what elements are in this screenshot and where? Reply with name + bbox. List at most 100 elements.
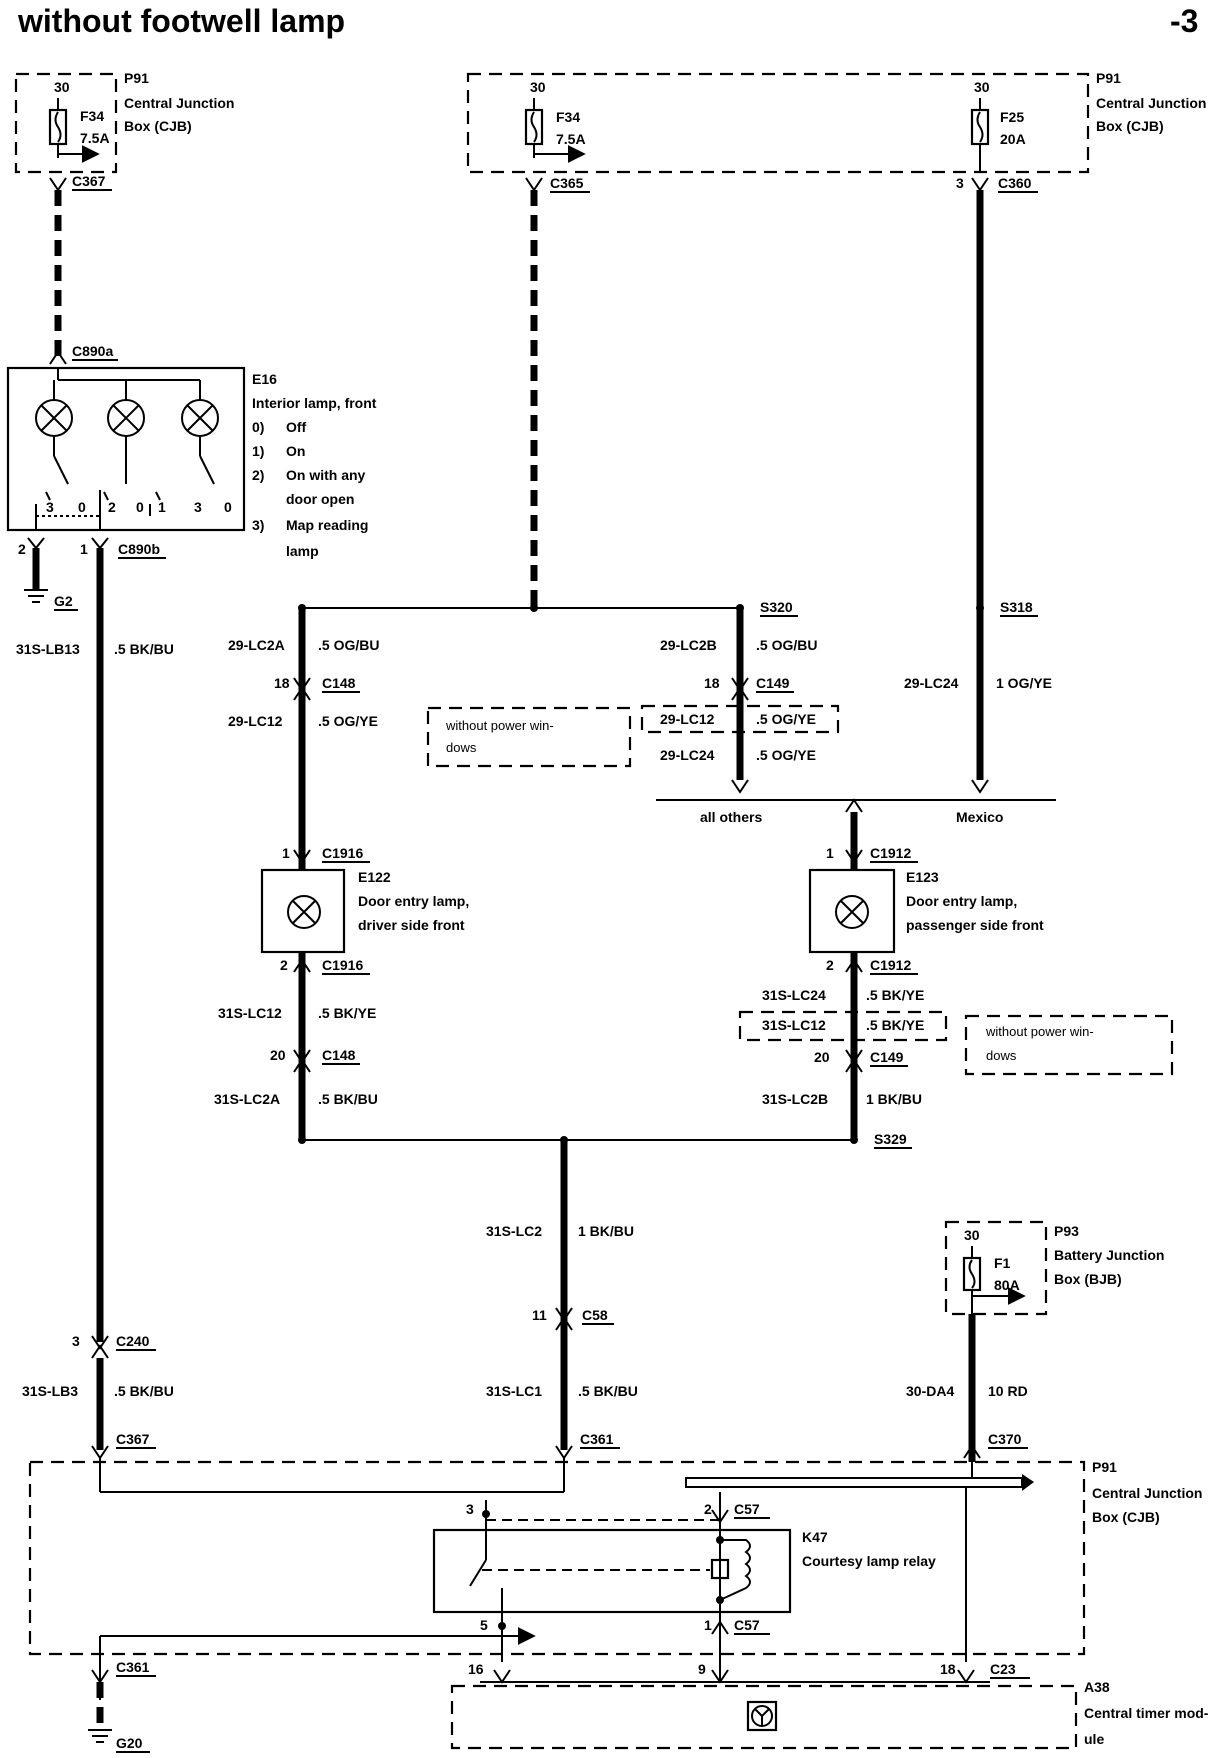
cjb-top-name-2: Box (CJB) <box>1096 118 1164 134</box>
wire-29-lc24-r-spec: .5 OG/YE <box>756 747 816 763</box>
connector-c360-pin: 3 <box>956 175 964 191</box>
connector-c149-bot: C149 <box>870 1049 904 1065</box>
a38-id: A38 <box>1084 1679 1110 1695</box>
connector-c148-top: C148 <box>322 675 356 691</box>
connector-c148-bot-pin: 20 <box>270 1047 286 1063</box>
interior-lamp-e16: 3 0 2 0 1 3 0 <box>6 366 246 532</box>
a38-pin-9: 9 <box>698 1661 706 1677</box>
diagram-title: without footwell lamp <box>17 3 345 39</box>
e16-switch-pin: 2 <box>108 499 116 515</box>
wire-31s-lb13-code: 31S-LB13 <box>16 641 80 657</box>
wire-31s-lc12-l-code: 31S-LC12 <box>218 1005 282 1021</box>
bjb-id: P93 <box>1054 1223 1079 1239</box>
connector-c58-pin: 11 <box>532 1307 547 1323</box>
cjb-top-id: P91 <box>1096 70 1121 86</box>
connector-c361-bot: C361 <box>116 1659 150 1675</box>
e16-mode: Map reading <box>286 517 368 533</box>
bjb-fuse: F1 <box>994 1255 1011 1271</box>
connector-c1916-bot-pin: 2 <box>280 957 288 973</box>
e16-mode: door open <box>286 491 354 507</box>
e16-switch-pin: 0 <box>78 499 86 515</box>
cjb-left-name-2: Box (CJB) <box>124 118 192 134</box>
note-left-1: without power win- <box>445 718 554 733</box>
note-box-wire <box>640 704 840 734</box>
wire-30-da4-spec: 10 RD <box>988 1383 1028 1399</box>
wire-30-da4-code: 30-DA4 <box>906 1383 954 1399</box>
cjb-left-fuse: F34 <box>80 108 104 124</box>
connector-c360: C360 <box>998 175 1032 191</box>
cjb-left-name-1: Central Junction <box>124 95 234 111</box>
e16-mode: lamp <box>286 543 319 559</box>
cjb-bottom-name-1: Central Junction <box>1092 1485 1202 1501</box>
connector-c890b: C890b <box>118 541 160 557</box>
timer-module-icon <box>746 1700 778 1732</box>
e16-id: E16 <box>252 371 277 387</box>
connector-c365: C365 <box>550 175 584 191</box>
splice-s329: S329 <box>874 1131 907 1147</box>
e16-switch-pin: 0 <box>136 499 144 515</box>
wire-29-lc12-l-code: 29-LC12 <box>228 713 283 729</box>
wire-29-lc24-code: 29-LC24 <box>904 675 959 691</box>
k47-pin-3: 3 <box>466 1501 474 1517</box>
wire-29-lc12-r-spec: .5 OG/YE <box>756 711 816 727</box>
connector-c57-bot-pin: 1 <box>704 1617 712 1633</box>
note-box-right <box>964 1014 1174 1076</box>
lamp-bulb-icon <box>287 895 321 929</box>
e16-switch-pin: 1 <box>158 499 166 515</box>
connector-c370: C370 <box>988 1431 1022 1447</box>
variant-mexico: Mexico <box>956 809 1003 825</box>
e122-name-2: driver side front <box>358 917 465 933</box>
bjb-name-1: Battery Junction <box>1054 1247 1164 1263</box>
connector-c148-top-pin: 18 <box>274 675 290 691</box>
connector-c23-pin: 18 <box>940 1661 956 1677</box>
e16-switch-pin: 0 <box>224 499 232 515</box>
e16-pin-left: 2 <box>18 541 26 557</box>
cjb-bottom-id: P91 <box>1092 1459 1117 1475</box>
cjb-left-rating: 7.5A <box>80 130 110 146</box>
door-entry-lamp-e122 <box>260 868 346 954</box>
wire-29-lc2b-spec: .5 OG/BU <box>756 637 817 653</box>
wire-29-lc2b-code: 29-LC2B <box>660 637 717 653</box>
connector-c1916-bot: C1916 <box>322 957 363 973</box>
connector-c57-top: C57 <box>734 1501 760 1517</box>
connector-c1916-top-pin: 1 <box>282 845 290 861</box>
e16-mode: 1) <box>252 443 264 459</box>
ground-g20: G20 <box>116 1735 143 1751</box>
wire-29-lc2a-spec: .5 OG/BU <box>318 637 379 653</box>
bjb-name-2: Box (BJB) <box>1054 1271 1122 1287</box>
e122-id: E122 <box>358 869 391 885</box>
a38-box <box>450 1684 1078 1750</box>
wire-31s-lc2-code: 31S-LC2 <box>486 1223 542 1239</box>
connector-c149-top: C149 <box>756 675 790 691</box>
cjb-top-rating-b: 20A <box>1000 131 1026 147</box>
note-box-left <box>426 706 632 768</box>
connector-c240-pin: 3 <box>72 1333 80 1349</box>
wire-31s-lc1-code: 31S-LC1 <box>486 1383 542 1399</box>
note-box-wire-r <box>738 1010 948 1042</box>
wire-31s-lc12-r-code: 31S-LC12 <box>762 1017 826 1033</box>
wire-31s-lb13-spec: .5 BK/BU <box>114 641 174 657</box>
e16-switch-pin: 3 <box>194 499 202 515</box>
connector-c57-top-pin: 2 <box>704 1501 712 1517</box>
wire-31s-lb3-code: 31S-LB3 <box>22 1383 78 1399</box>
wire-29-lc24-spec: 1 OG/YE <box>996 675 1052 691</box>
connector-c23: C23 <box>990 1661 1016 1677</box>
cjb-top-name-1: Central Junction <box>1096 95 1206 111</box>
cjb-bottom-name-2: Box (CJB) <box>1092 1509 1160 1525</box>
connector-c148-bot: C148 <box>322 1047 356 1063</box>
lamp-bulb-icon <box>181 399 219 437</box>
e16-mode: Off <box>286 419 307 435</box>
connector-c367-top: C367 <box>72 173 106 189</box>
e16-mode: On with any <box>286 467 366 483</box>
e16-mode: 2) <box>252 467 264 483</box>
connector-c1912-bot-pin: 2 <box>826 957 834 973</box>
cjb-top-fuse-b: F25 <box>1000 109 1024 125</box>
e122-name-1: Door entry lamp, <box>358 893 469 909</box>
connector-c890a: C890a <box>72 343 113 359</box>
a38-name-2: ule <box>1084 1731 1104 1747</box>
cjb-left-pin: 30 <box>54 79 70 95</box>
note-left-2: dows <box>446 740 477 755</box>
connector-c240: C240 <box>116 1333 150 1349</box>
connector-c57-bot: C57 <box>734 1617 760 1633</box>
